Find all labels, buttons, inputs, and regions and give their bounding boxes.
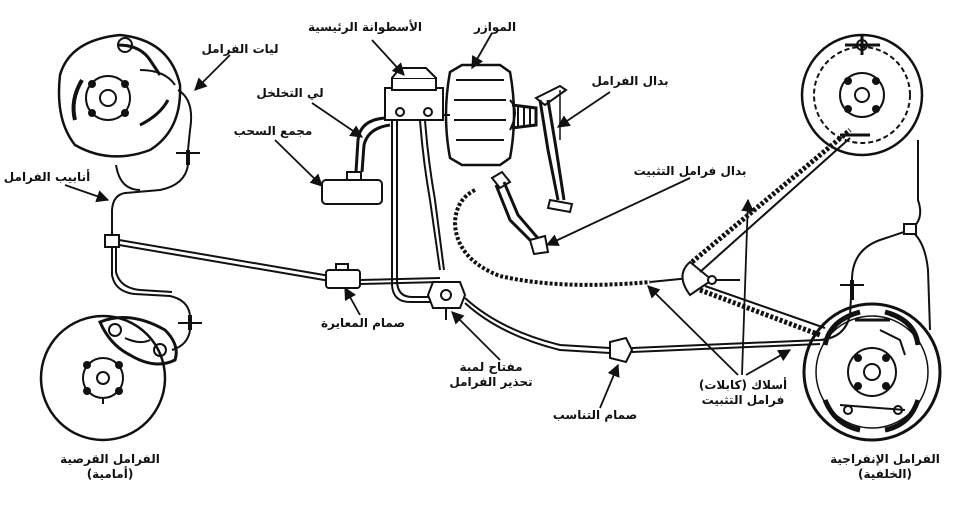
label-disc-brakes-line1: الفرامل القرصية [60,452,160,466]
rear-brake-line [464,140,931,364]
arrow-brake-hoses [194,54,231,91]
label-metering-valve: صمام المعايرة [318,316,408,331]
master-cylinder [384,67,444,121]
label-drum-brakes-line1: الفرامل الإنفراجية [830,452,940,466]
label-parking-cables: أسلاك (كابلات) فرامل التثبيت [683,378,803,408]
label-flex-hose: لي التخلخل [245,86,335,101]
arrow-vacuum-reservoir [274,139,323,187]
label-booster: الموازر [455,20,535,35]
label-flex-hose-text: لي التخلخل [256,86,324,100]
label-brake-pedal: بدال الفرامل [585,74,675,89]
warning-switch [426,281,467,320]
arrow-proportioning-valve [599,363,620,409]
leader-arrows [64,32,792,409]
parking-brake-pedal [490,170,550,256]
label-parking-cables-line1: أسلاك (كابلات) [698,378,788,392]
label-vacuum-reservoir: مجمع السحب [228,124,318,139]
label-brake-pedal-text: بدال الفرامل [591,74,669,88]
rear-upper-drum-assembly [800,33,924,157]
front-lower-disc-assembly [39,314,178,442]
arrow-parking-pedal [545,177,691,246]
arrow-cable-3 [745,349,792,376]
label-warning-switch-line2: تحذير الفرامل [449,375,533,389]
label-drum-brakes-line2: (الخلفية) [858,467,912,481]
arrow-booster [471,32,493,70]
label-brake-hoses-text: ليات الفرامل [201,42,279,56]
metering-valve [325,263,441,289]
label-warning-switch: مفتاح لمبة تحذير الفرامل [436,360,546,390]
label-proportioning-valve: صمام التناسب [545,408,645,423]
label-metering-valve-text: صمام المعايرة [320,316,406,330]
front-upper-disc-assembly [57,33,182,158]
arrow-brake-pedal [556,91,611,128]
rear-lower-drum-assembly [802,302,942,442]
label-drum-brakes: الفرامل الإنفراجية (الخلفية) [815,452,955,482]
brake-booster [443,63,538,167]
label-parking-cables-line2: فرامل التثبيت [701,393,785,407]
cable-equalizer [681,260,740,297]
label-parking-pedal: بدال فرامل التثبيت [630,164,750,179]
label-warning-switch-line1: مفتاح لمبة [459,360,523,374]
label-brake-lines-text: أنابيب الفرامل [3,170,91,184]
arrow-metering-valve [344,286,361,316]
label-proportioning-valve-text: صمام التناسب [552,408,638,422]
front-brake-lines [104,89,331,351]
arrow-master-cylinder [371,39,405,76]
label-master-cylinder: الأسطوانة الرئيسية [305,20,425,35]
label-brake-lines: أنابيب الفرامل [2,170,92,185]
label-master-cylinder-text: الأسطوانة الرئيسية [307,20,422,34]
label-disc-brakes: الفرامل القرصية (أمامية) [45,452,175,482]
label-parking-pedal-text: بدال فرامل التثبيت [633,164,747,178]
brake-pedal [534,84,574,214]
arrow-cable-1 [647,285,739,376]
arrow-flex-hose [311,102,364,138]
master-cylinder-lines [354,116,445,303]
vacuum-reservoir [321,171,383,205]
label-booster-text: الموازر [473,20,517,34]
parking-brake-cables-rear [690,128,852,338]
arrow-warning-switch [451,311,501,361]
label-vacuum-reservoir-text: مجمع السحب [233,124,313,138]
label-disc-brakes-line2: (أمامية) [86,467,134,481]
arrow-cable-2 [741,198,754,376]
label-brake-hoses: ليات الفرامل [195,42,285,57]
arrow-brake-lines [64,184,110,203]
